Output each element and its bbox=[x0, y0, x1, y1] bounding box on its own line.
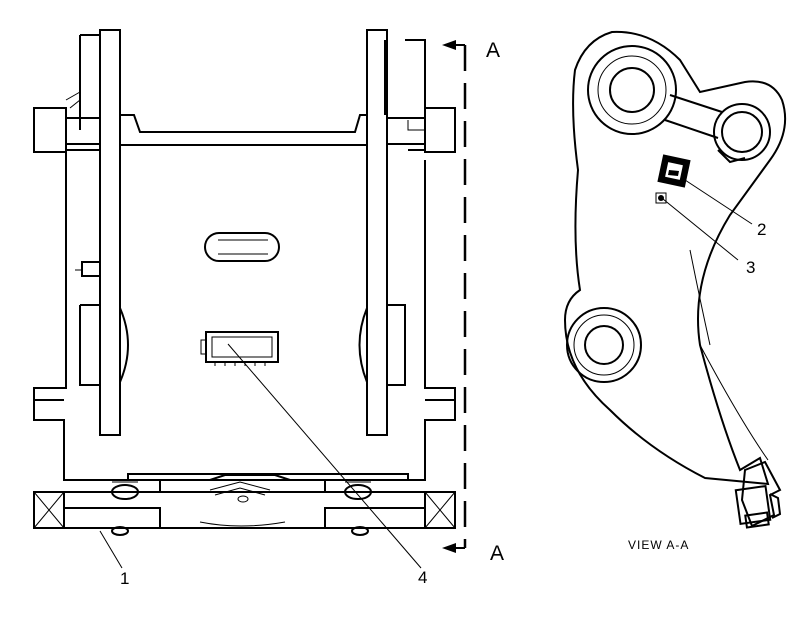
right-upright-plate bbox=[366, 29, 388, 436]
section-mark-bottom: A bbox=[490, 542, 504, 565]
left-pin-boss bbox=[33, 107, 100, 153]
callout-3: 3 bbox=[746, 258, 755, 277]
bottom-pin-inner bbox=[584, 325, 624, 365]
side-profile-outline bbox=[563, 30, 787, 486]
right-pin-boss bbox=[387, 107, 456, 153]
top-pin-outer bbox=[587, 45, 677, 135]
leader-line-2 bbox=[681, 177, 753, 225]
u-channel bbox=[120, 114, 367, 146]
lock-fitting bbox=[734, 460, 782, 529]
coupler-body-outline bbox=[33, 150, 456, 481]
part-3-decal bbox=[655, 192, 667, 204]
slot-opening bbox=[204, 232, 280, 262]
view-a-a-label: VIEW A-A bbox=[628, 538, 689, 552]
bottom-frame bbox=[33, 479, 456, 529]
right-end-block bbox=[424, 491, 456, 529]
bottom-pin-outer bbox=[566, 307, 642, 383]
middle-pin-outer bbox=[713, 103, 771, 161]
bottom-bolts bbox=[111, 481, 372, 536]
left-upright-plate bbox=[99, 29, 121, 436]
leader-line-3 bbox=[662, 198, 739, 261]
callout-4: 4 bbox=[418, 568, 427, 587]
top-pin-inner bbox=[609, 67, 655, 113]
leader-line-4 bbox=[227, 343, 422, 569]
callout-2: 2 bbox=[757, 220, 766, 239]
section-line bbox=[442, 40, 467, 553]
side-view-a-a bbox=[563, 30, 787, 529]
part-2-decal bbox=[657, 154, 691, 188]
left-end-block bbox=[33, 491, 65, 529]
callout-1: 1 bbox=[120, 569, 129, 588]
part-4-plate bbox=[200, 331, 279, 366]
coupler-front-view bbox=[33, 29, 456, 536]
leader-line-1 bbox=[99, 530, 123, 569]
middle-pin-inner bbox=[721, 111, 763, 153]
section-mark-top: A bbox=[486, 39, 500, 62]
